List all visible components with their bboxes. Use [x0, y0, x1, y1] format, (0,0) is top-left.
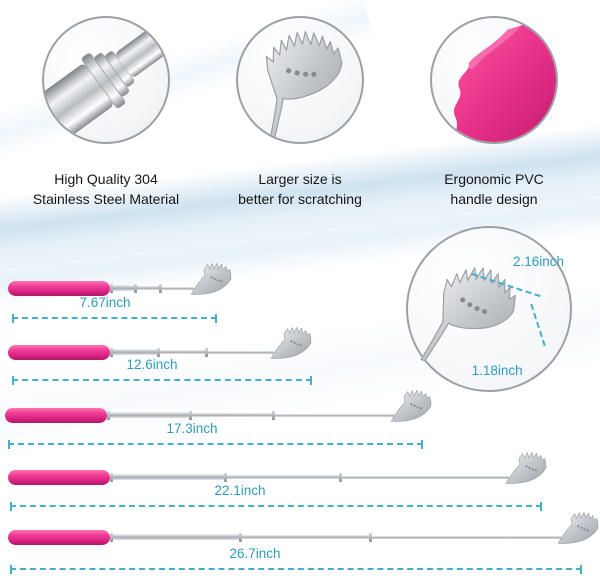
shaft-joint [107, 410, 110, 420]
pink-handle-icon [453, 18, 556, 142]
size-label: 12.6inch [126, 357, 178, 372]
pink-handle [8, 469, 110, 485]
caption-line: Ergonomic PVC [444, 171, 544, 187]
measure-line-size-2 [12, 376, 312, 385]
caption-line: Larger size is [258, 171, 342, 187]
telescopic-shaft-segment [242, 535, 369, 539]
back-scratcher-size-5 [8, 527, 600, 547]
head-height-label: 1.18inch [471, 363, 523, 378]
shaft-joint [338, 472, 342, 482]
telescopic-shaft-segment [113, 474, 225, 480]
telescopic-shaft-segment [113, 349, 158, 355]
size-label: 17.3inch [166, 421, 218, 436]
claw-head-large-icon [236, 16, 364, 144]
shaft-joint [110, 283, 113, 293]
claw-head-icon [190, 258, 235, 299]
caption-line: Stainless Steel Material [32, 190, 180, 207]
feature-circle-claw [236, 16, 364, 144]
telescopic-shaft-segment [207, 350, 274, 354]
size-label: 22.1inch [214, 483, 266, 498]
shaft-joint [110, 472, 113, 482]
caption-line: High Quality 304 [54, 171, 158, 187]
feature-caption-size: Larger size is better for scratching [208, 170, 392, 209]
telescopic-shaft-segment [113, 285, 135, 291]
steel-pole-icon [44, 18, 168, 142]
telescopic-shaft-segment [227, 475, 339, 479]
feature-size: Larger size is better for scratching [208, 16, 392, 209]
telescopic-shaft-segment [160, 350, 205, 354]
measure-line-size-4 [10, 502, 542, 511]
claw-head-icon [270, 322, 315, 363]
telescopic-shaft-segment [192, 413, 272, 417]
caption-line: handle design [450, 190, 538, 207]
shaft-joint [271, 410, 275, 420]
telescopic-shaft-segment [113, 534, 240, 540]
telescopic-shaft-segment [371, 535, 561, 539]
back-scratcher-size-4 [8, 467, 548, 487]
shaft-joint [158, 283, 162, 293]
pink-handle [8, 529, 110, 545]
telescopic-shaft-segment [274, 413, 394, 417]
pink-handle [5, 407, 107, 423]
back-scratcher-size-1 [8, 278, 233, 298]
shaft-joint [110, 532, 113, 542]
head-detail-callout: 2.16inch 1.18inch [406, 226, 572, 392]
feature-caption-handle: Ergonomic PVC handle design [402, 170, 586, 209]
shaft-joint [189, 410, 193, 420]
shaft-joint [134, 283, 138, 293]
caption-line: better for scratching [238, 190, 362, 207]
telescopic-shaft-segment [137, 286, 159, 290]
shaft-joint [157, 347, 161, 357]
pink-handle [8, 344, 110, 360]
head-width-label: 2.16inch [512, 254, 564, 269]
size-label: 7.67inch [79, 295, 131, 310]
shaft-joint [239, 532, 243, 542]
feature-circle-steel [42, 16, 170, 144]
claw-head-icon [505, 447, 550, 488]
claw-head-icon [390, 385, 435, 426]
measure-line-size-5 [10, 565, 582, 574]
size-label: 26.7inch [229, 546, 281, 561]
head-height-measure-line [530, 303, 546, 347]
shaft-joint [368, 532, 372, 542]
telescopic-shaft-segment [110, 412, 190, 418]
telescopic-shaft-segment [341, 475, 509, 479]
back-scratcher-size-3 [5, 405, 433, 425]
back-scratcher-size-2 [8, 342, 313, 362]
measure-line-size-3 [8, 440, 423, 449]
feature-steel: High Quality 304 Stainless Steel Materia… [14, 16, 198, 209]
telescopic-shaft-segment [161, 286, 194, 290]
shaft-joint [204, 347, 208, 357]
shaft-joint [224, 472, 228, 482]
feature-circle-handle [430, 16, 558, 144]
feature-handle: Ergonomic PVC handle design [402, 16, 586, 209]
feature-caption-steel: High Quality 304 Stainless Steel Materia… [14, 170, 198, 209]
pink-handle [8, 280, 110, 296]
feature-callouts: High Quality 304 Stainless Steel Materia… [0, 16, 600, 209]
measure-line-size-1 [12, 314, 217, 323]
claw-head-icon [557, 507, 600, 548]
shaft-joint [110, 347, 113, 357]
